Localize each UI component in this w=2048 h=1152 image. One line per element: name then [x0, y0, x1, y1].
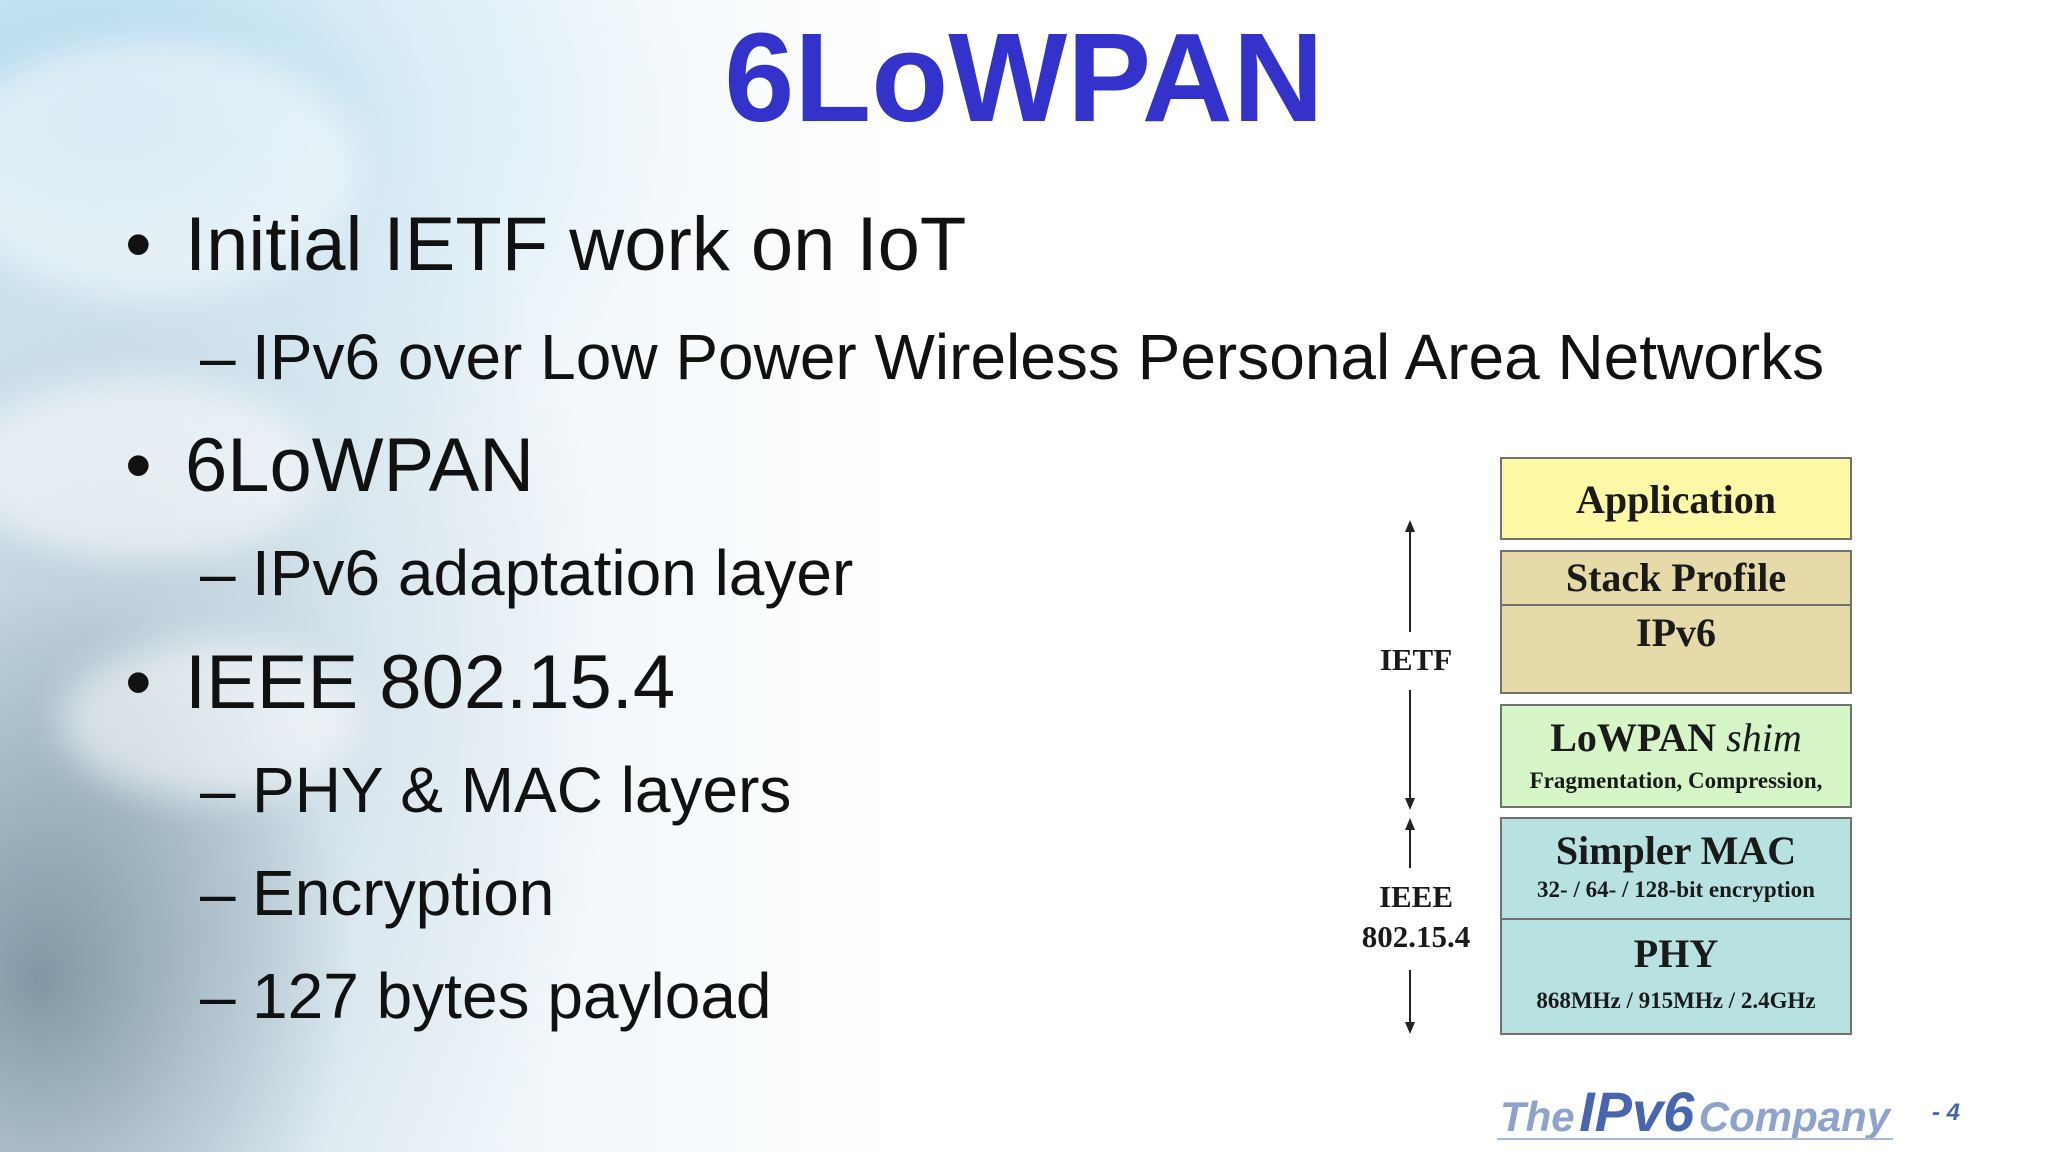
stack-profile-ipv6-layer: Stack Profile IPv6 — [1500, 550, 1852, 694]
bullet-text: 6LoWPAN — [185, 423, 535, 508]
sub-bullet-marker: – — [200, 754, 236, 826]
sub-bullet-text: PHY & MAC layers — [252, 754, 792, 826]
sub-bullet-item: –127 bytes payload — [200, 956, 772, 1036]
sub-bullet-item: –PHY & MAC layers — [200, 750, 791, 830]
bullet-item: • Initial IETF work on IoT — [125, 200, 966, 290]
ieee-label: IEEE 802.15.4 — [1336, 877, 1496, 957]
lowpan-title-text: LoWPAN — [1550, 715, 1717, 760]
ieee-layers: Simpler MAC 32- / 64- / 128-bit encrypti… — [1500, 817, 1852, 1035]
stack-profile-title: Stack Profile — [1565, 555, 1787, 600]
company-logo: The IPv6 Company — [1500, 1082, 1890, 1152]
background-cloud — [60, 640, 360, 800]
sub-bullet-item: –IPv6 over Low Power Wireless Personal A… — [200, 317, 1824, 397]
lowpan-layer-title: LoWPAN shim — [1502, 714, 1850, 762]
mac-layer: Simpler MAC 32- / 64- / 128-bit encrypti… — [1502, 819, 1850, 920]
bullet-text: IEEE 802.15.4 — [185, 640, 676, 725]
phy-layer-subtitle: 868MHz / 915MHz / 2.4GHz — [1536, 988, 1816, 1013]
lowpan-layer-subtitle: Fragmentation, Compression, — [1529, 768, 1823, 793]
logo-underline — [1497, 1138, 1893, 1140]
slide-title: 6LoWPAN — [724, 7, 1324, 148]
bullet-marker: • — [125, 640, 152, 725]
ieee-label-line1: IEEE — [1378, 879, 1454, 914]
application-layer-title: Application — [1575, 477, 1777, 522]
bullet-marker: • — [125, 423, 152, 508]
ipv6-layer-title: IPv6 — [1636, 610, 1716, 655]
phy-layer: PHY 868MHz / 915MHz / 2.4GHz — [1502, 920, 1850, 1016]
sub-bullet-text: IPv6 adaptation layer — [252, 537, 854, 609]
ietf-range-arrow — [1405, 520, 1415, 810]
bullet-marker: • — [125, 202, 152, 287]
mac-layer-title: Simpler MAC — [1555, 828, 1797, 873]
mac-layer-subtitle: 32- / 64- / 128-bit encryption — [1537, 877, 1815, 902]
sub-bullet-item: –Encryption — [200, 853, 554, 933]
ieee-label-line2: 802.15.4 — [1361, 919, 1471, 954]
phy-layer-title: PHY — [1633, 931, 1719, 976]
sub-bullet-marker: – — [200, 960, 236, 1032]
lowpan-layer: LoWPAN shim Fragmentation, Compression, — [1500, 704, 1852, 808]
sub-bullet-marker: – — [200, 857, 236, 929]
sub-bullet-text: IPv6 over Low Power Wireless Personal Ar… — [252, 321, 1825, 393]
logo-company-text: Company — [1698, 1093, 1891, 1140]
bullet-item: • IEEE 802.15.4 — [125, 638, 675, 728]
sub-bullet-text: 127 bytes payload — [252, 960, 772, 1032]
stack-profile-layer: Stack Profile — [1502, 552, 1850, 606]
ietf-label: IETF — [1379, 642, 1453, 677]
sub-bullet-marker: – — [200, 321, 236, 393]
logo-the-text: The — [1500, 1093, 1575, 1140]
sub-bullet-marker: – — [200, 537, 236, 609]
bullet-text: Initial IETF work on IoT — [185, 202, 967, 287]
ieee-range-arrow — [1405, 818, 1415, 1034]
bullet-item: • 6LoWPAN — [125, 421, 534, 511]
sub-bullet-text: Encryption — [252, 857, 555, 929]
sub-bullet-item: –IPv6 adaptation layer — [200, 533, 853, 613]
logo-ipv6-text: IPv6 — [1579, 1080, 1695, 1143]
background-cloud — [0, 40, 360, 300]
lowpan-title-italic: shim — [1726, 715, 1802, 760]
application-layer: Application — [1500, 457, 1852, 540]
page-number: - 4 — [1932, 1099, 1961, 1126]
background-cloud — [0, 380, 320, 560]
